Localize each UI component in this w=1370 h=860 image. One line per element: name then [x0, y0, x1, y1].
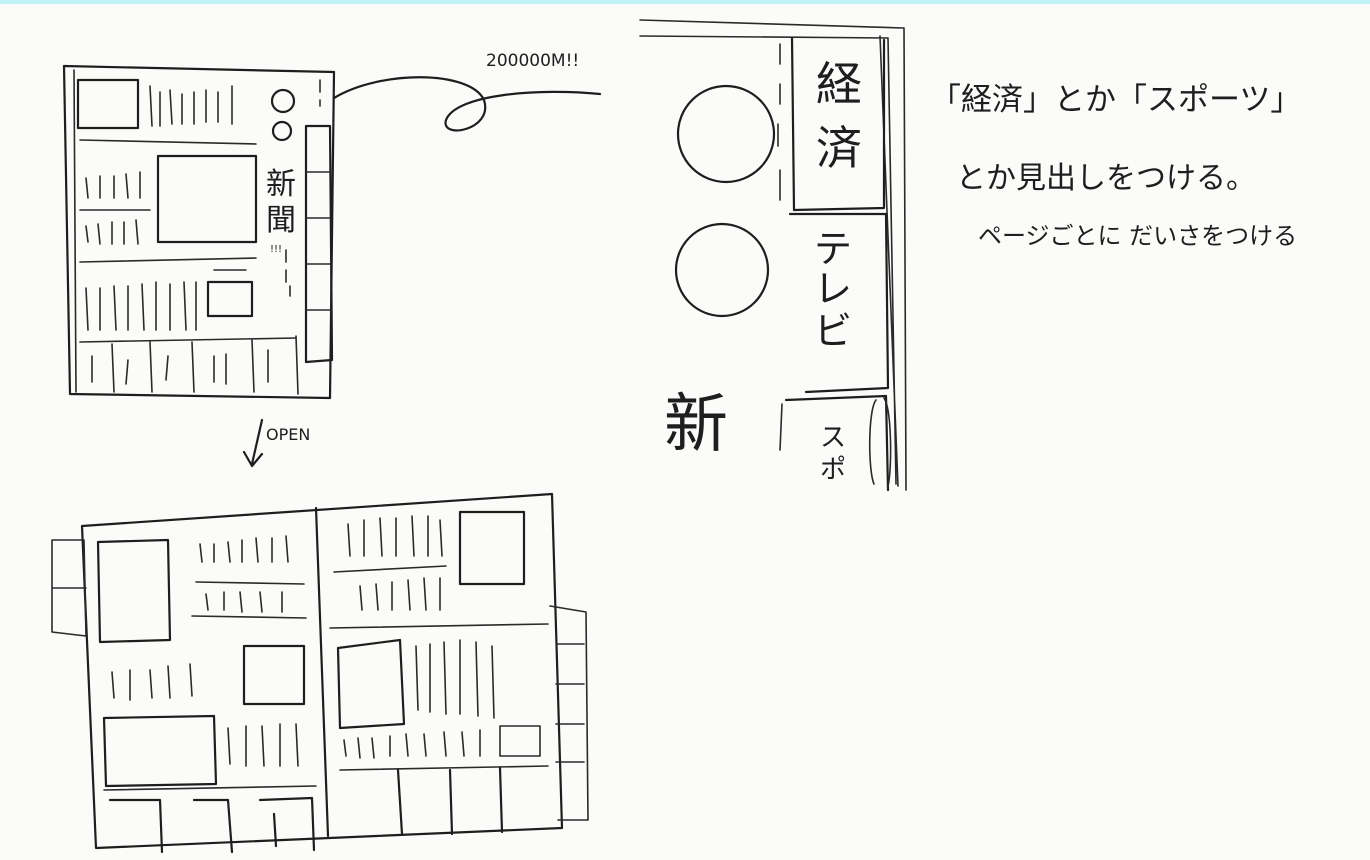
big-shin-char: 新 — [664, 388, 728, 462]
open-label: OPEN — [266, 425, 310, 444]
zoom-curve — [332, 76, 602, 132]
zoom-note: 200000M!! — [486, 51, 579, 71]
tab-terebi-char-1: テ — [814, 227, 852, 271]
zoomed-tabs-sketch — [639, 19, 907, 492]
tab-keizai-char-2: 済 — [816, 121, 862, 175]
tab-keizai-label: 経 済 — [816, 57, 877, 175]
tab-sports-label: ス ポ — [820, 423, 854, 485]
tab-terebi-char-2: レ — [814, 267, 852, 311]
open-arrow — [242, 418, 264, 468]
newspaper-dots: !!! — [270, 244, 282, 255]
tab-terebi-label: テ レ ビ — [814, 227, 864, 353]
newspaper-char-2: 聞 — [266, 203, 296, 238]
open-newspaper-sketch — [51, 492, 589, 854]
newspaper-label: 新 聞 — [266, 167, 306, 238]
tab-sports-char-1: ス — [820, 423, 846, 453]
closed-newspaper-sketch — [62, 64, 336, 400]
note-line-3: ページごとに だいさをつける — [978, 222, 1297, 250]
tab-terebi-char-3: ビ — [814, 309, 852, 353]
newspaper-char-1: 新 — [266, 167, 296, 202]
note-line-2: とか見出しをつける。 — [956, 161, 1256, 196]
tab-sports-char-2: ポ — [820, 455, 846, 485]
note-line-1: 「経済」とか「スポーツ」 — [930, 82, 1301, 118]
top-border — [0, 0, 1370, 4]
tab-keizai-char-1: 経 — [816, 57, 862, 111]
